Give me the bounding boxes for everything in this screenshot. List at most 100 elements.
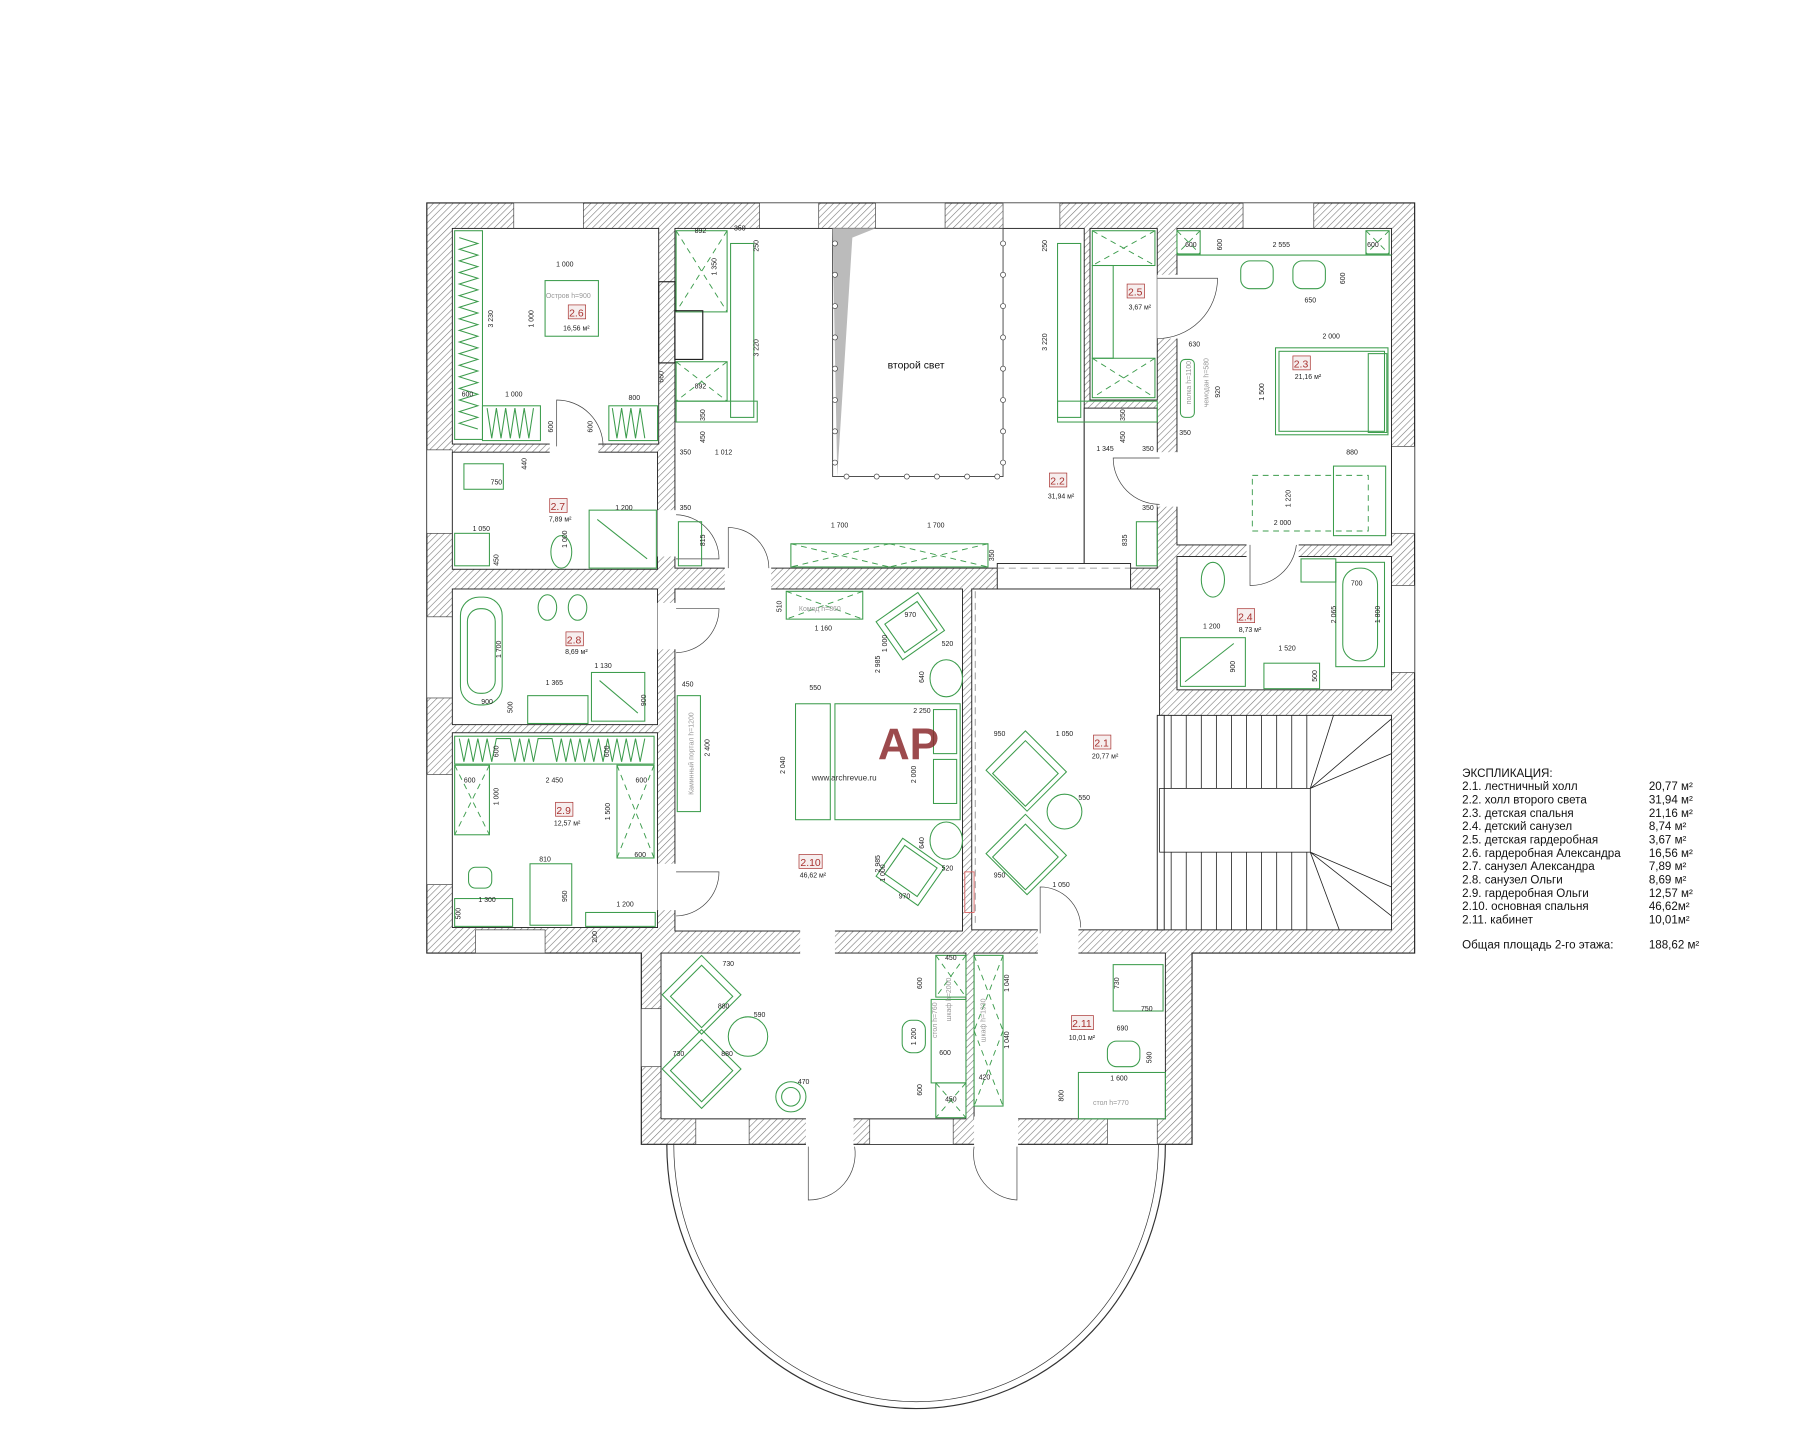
dimension-label: Комод h=860	[799, 606, 841, 613]
dimension-label: 2 450	[546, 778, 564, 785]
legend-item-label: 2.2. холл второго света	[1462, 794, 1587, 806]
dimension-label: 450	[945, 955, 957, 962]
dimension-label: 500	[508, 701, 515, 713]
void-label: второй свет	[888, 361, 945, 372]
dimension-label: 880	[1346, 449, 1358, 456]
dimension-label: Остров h=900	[546, 293, 591, 300]
dimension-label: 600	[494, 745, 501, 757]
dimension-label: 1 800	[1375, 606, 1382, 624]
dimension-label: 350	[1142, 505, 1154, 512]
room-label-2-5: 2.53,67 м²	[1126, 283, 1152, 312]
legend: ЭКСПЛИКАЦИЯ: Общая площадь 2-го этажа: 1…	[1462, 768, 1699, 952]
room-number: 2.5	[1128, 288, 1143, 299]
room-2-1	[971, 588, 1161, 931]
dimension-label: полка h=1100	[1186, 361, 1193, 404]
dimension-label: 450	[700, 431, 707, 443]
room-number: 2.6	[569, 309, 584, 320]
dimension-label: 500	[1312, 670, 1319, 682]
dimension-label: 2 000	[1322, 334, 1340, 341]
column-marker	[1000, 334, 1006, 341]
room-2-3	[1176, 227, 1392, 546]
room-labels: 2.616,56 м² 2.77,89 м² 2.88,69 м² 2.912,…	[549, 283, 1322, 1042]
room-number: 2.3	[1294, 360, 1309, 371]
legend-item-area: 3,67 м²	[1649, 834, 1687, 846]
dimension-label: 350	[989, 549, 996, 561]
dimension-label: 1 700	[927, 523, 945, 530]
dimension-label: 970	[905, 612, 917, 619]
dimension-label: 1 700	[831, 523, 849, 530]
dimension-label: 250	[1042, 240, 1049, 252]
legend-item-label: 2.7. санузел Александра	[1462, 861, 1595, 873]
room-area: 46,62 м²	[800, 873, 827, 880]
column-marker	[843, 473, 850, 480]
dimension-label: 1 000	[528, 310, 535, 328]
dimension-label: стол h=760	[932, 1002, 939, 1038]
dimension-label: Каминный портал h=1200	[687, 712, 695, 795]
room-number: 2.2	[1050, 477, 1065, 488]
room-area: 31,94 м²	[1048, 494, 1075, 501]
column-marker	[873, 473, 880, 480]
dimension-label: 690	[1117, 1026, 1129, 1033]
legend-item-label: 2.9. гардеробная Ольги	[1462, 888, 1589, 900]
legend-total: 188,62 м²	[1649, 939, 1700, 951]
room-label-2-4: 2.48,73 м²	[1236, 608, 1262, 634]
dimension-label: 3 230	[488, 310, 495, 328]
legend-item-label: 2.4. детский санузел	[1462, 821, 1572, 833]
dimension-label: 1 050	[473, 526, 491, 533]
room-area: 10,01 м²	[1069, 1035, 1096, 1042]
dimension-label: 815	[700, 534, 707, 546]
legend-item-area: 12,57 м²	[1649, 888, 1693, 900]
dimension-label: 2 400	[705, 739, 712, 757]
column-marker	[1000, 428, 1006, 435]
room-label-2-3: 2.321,16 м²	[1292, 355, 1322, 381]
room-number: 2.9	[556, 806, 571, 817]
room-label-2-1: 2.120,77 м²	[1092, 734, 1119, 760]
dimension-label: 1 050	[1052, 882, 1070, 889]
dimension-label: 900	[481, 699, 493, 706]
dimension-label: 550	[809, 685, 821, 692]
windows	[426, 202, 1415, 1145]
staircase	[1159, 714, 1392, 931]
column-marker	[964, 473, 971, 480]
dimension-label: 450	[945, 1096, 957, 1103]
dimension-label: 600	[604, 745, 611, 757]
legend-item-label: 2.10. основная спальня	[1462, 901, 1588, 913]
watermark-logo: AP	[878, 720, 939, 769]
dimension-label: 1 220	[1286, 490, 1293, 508]
dimension-label: 970	[899, 894, 911, 901]
column-marker	[1000, 459, 1006, 466]
dimension-label: 600	[917, 977, 924, 989]
dimension-label: 600	[1217, 239, 1224, 251]
dimension-label: 600	[917, 1084, 924, 1096]
legend-item-label: 2.1. лестничный холл	[1462, 781, 1577, 793]
column-marker	[1000, 240, 1006, 247]
dimension-label: 1 500	[1259, 383, 1266, 401]
column-marker	[832, 334, 838, 341]
dimension-label: 810	[539, 856, 551, 863]
dimension-label: 1 012	[715, 449, 733, 456]
dimension-label: 450	[1120, 431, 1127, 443]
dimension-label: 470	[798, 1079, 810, 1086]
dimension-label: 880	[718, 1004, 730, 1011]
dimension-label: 350	[680, 505, 692, 512]
dimension-label: 2 250	[913, 708, 931, 715]
dimension-label: 640	[919, 671, 926, 683]
dimension-label: 880	[721, 1051, 733, 1058]
room-number: 2.1	[1094, 739, 1109, 750]
dimension-label: 640	[919, 837, 926, 849]
dimension-label: 1 000	[562, 530, 569, 548]
dimension-label: 2 000	[911, 766, 918, 784]
room-label-2-8: 2.88,69 м²	[565, 631, 588, 656]
second-light-void: второй свет	[832, 227, 1006, 480]
rooms	[451, 227, 1392, 1147]
dimension-label: 350	[1120, 409, 1127, 421]
dimension-label: 1 520	[1278, 645, 1296, 652]
dimension-label: 500	[455, 908, 462, 920]
dimension-label: 1 000	[556, 262, 574, 269]
column-marker	[1000, 397, 1006, 403]
dimension-label: 1 700	[496, 640, 503, 658]
dimension-label: 1 200	[1203, 623, 1221, 630]
dimension-label: 1 345	[1096, 446, 1114, 453]
dimension-label: 600	[548, 421, 555, 433]
dimension-label: 920	[1215, 386, 1222, 398]
